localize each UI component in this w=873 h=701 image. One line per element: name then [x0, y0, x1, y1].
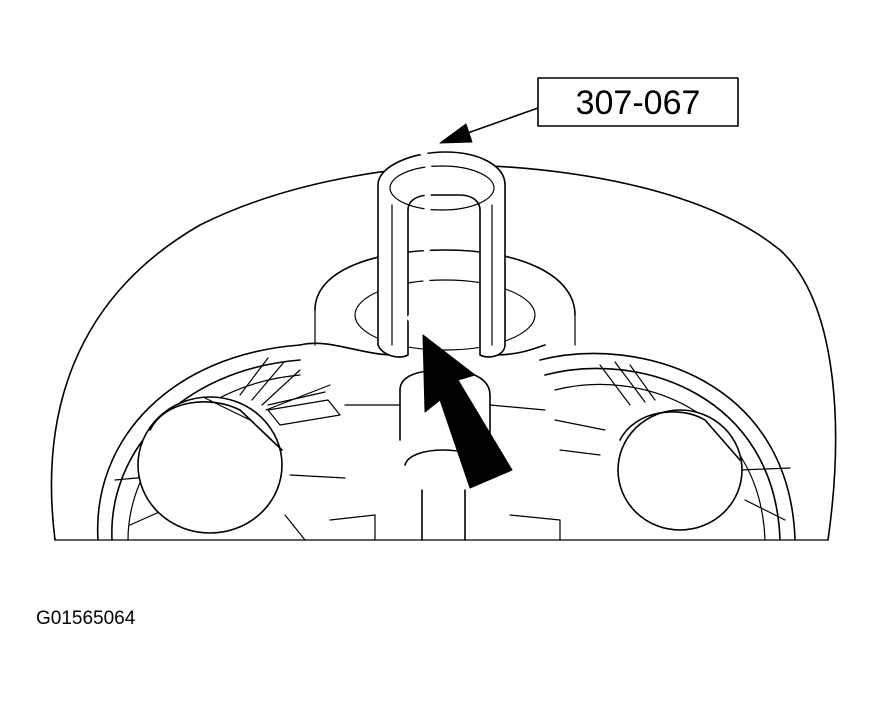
tool-307-067: [247, 100, 432, 325]
camshaft-cap: [314, 249, 576, 351]
guide-sleeve: [377, 151, 506, 358]
tool-number-label: 307-067: [576, 84, 701, 122]
direction-arrow: [422, 334, 513, 489]
callout-leader-arrow: [439, 107, 539, 144]
figure-id: G01565064: [36, 608, 136, 629]
left-cam-gear: [96, 344, 346, 541]
center-block: [299, 342, 561, 541]
right-cam-gear: [539, 352, 796, 541]
callout-box: [537, 77, 739, 127]
